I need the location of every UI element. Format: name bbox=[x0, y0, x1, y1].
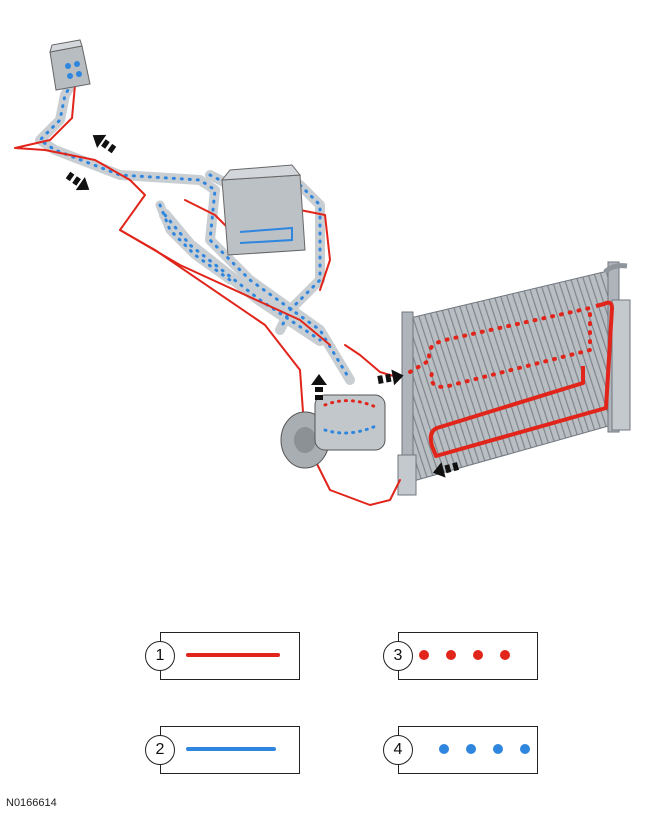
accumulator-box bbox=[220, 164, 306, 256]
legend-blue-solid-line bbox=[186, 747, 276, 751]
ac-refrigerant-flow-diagram bbox=[14, 39, 631, 506]
figure-id: N0166614 bbox=[6, 797, 57, 809]
legend-blue-dot bbox=[466, 744, 476, 754]
legend-callout-2: 2 bbox=[145, 735, 175, 765]
condenser-liquid-path bbox=[428, 300, 614, 458]
legend-red-dot bbox=[500, 650, 510, 660]
legend-blue-dot bbox=[493, 744, 503, 754]
compressor bbox=[280, 394, 386, 469]
legend-blue-dot bbox=[439, 744, 449, 754]
legend-callout-4: 4 bbox=[383, 735, 413, 765]
legend-red-dot bbox=[446, 650, 456, 660]
legend-red-dot bbox=[419, 650, 429, 660]
legend-callout-3: 3 bbox=[383, 641, 413, 671]
evaporator-module bbox=[49, 39, 91, 91]
condenser bbox=[397, 261, 631, 496]
flow-arrow-icon bbox=[65, 134, 460, 478]
condenser-vapor-path bbox=[408, 305, 592, 389]
legend-red-dot bbox=[473, 650, 483, 660]
legend-callout-1: 1 bbox=[145, 641, 175, 671]
legend-blue-dot bbox=[520, 744, 530, 754]
legend-red-solid-line bbox=[186, 653, 280, 657]
